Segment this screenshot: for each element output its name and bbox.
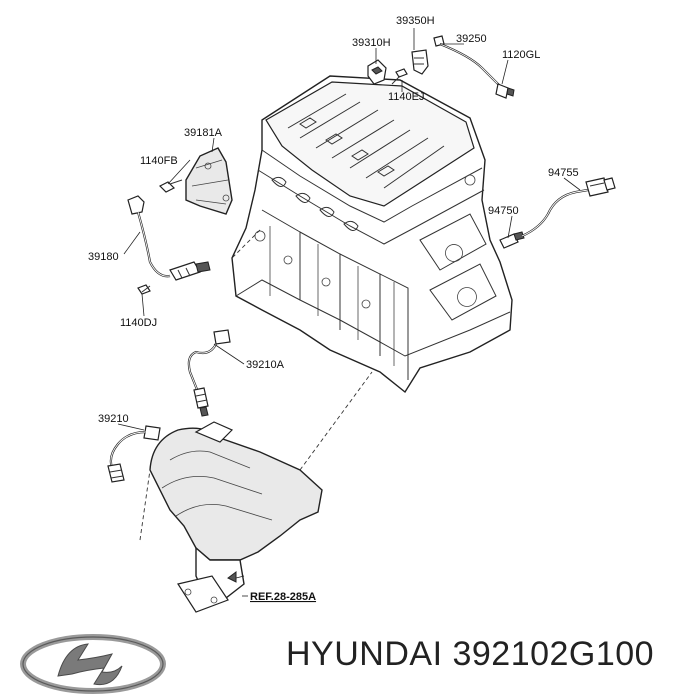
bolt-1140DJ bbox=[137, 284, 151, 295]
bracket-39350H bbox=[411, 49, 429, 75]
engine-parts-diagram: 39350H 39310H 39250 1120GL 1140EJ 39181A… bbox=[88, 15, 616, 613]
sensor-94750 bbox=[499, 231, 525, 249]
label-1120GL: 1120GL bbox=[502, 49, 540, 61]
part-labels: 39350H 39310H 39250 1120GL 1140EJ 39181A… bbox=[88, 15, 579, 603]
oxygen-sensor-39210 bbox=[107, 425, 161, 483]
engine-block bbox=[231, 75, 513, 394]
label-1140FB: 1140FB bbox=[140, 155, 178, 167]
label-39181A: 39181A bbox=[184, 127, 223, 139]
heat-shield-39181A bbox=[185, 147, 233, 215]
label-1140DJ: 1140DJ bbox=[120, 317, 157, 329]
label-39210: 39210 bbox=[98, 413, 129, 425]
bolt-1140EJ bbox=[391, 68, 408, 85]
label-94750: 94750 bbox=[488, 205, 519, 217]
label-39210A: 39210A bbox=[246, 359, 285, 371]
bolt-1140FB bbox=[158, 179, 183, 193]
leader-lines bbox=[117, 28, 581, 597]
brand-part-number: HYUNDAI 392102G100 bbox=[286, 635, 655, 673]
label-39350H: 39350H bbox=[396, 15, 435, 27]
sensor-39180 bbox=[127, 195, 211, 281]
label-94755: 94755 bbox=[548, 167, 579, 179]
sensor-harness-94755 bbox=[521, 177, 616, 238]
label-1140EJ: 1140EJ bbox=[388, 91, 425, 103]
exhaust-manifold-catalyst bbox=[139, 229, 373, 613]
label-39180: 39180 bbox=[88, 251, 119, 263]
label-39310H: 39310H bbox=[352, 37, 391, 49]
sensor-39250 bbox=[433, 35, 515, 99]
label-39250: 39250 bbox=[456, 33, 487, 45]
label-ref-28-285A: REF.28-285A bbox=[250, 591, 316, 603]
oxygen-sensor-39210A bbox=[187, 329, 231, 417]
cam-position-sensor-39310H bbox=[367, 59, 387, 85]
hyundai-logo-icon bbox=[20, 634, 166, 694]
